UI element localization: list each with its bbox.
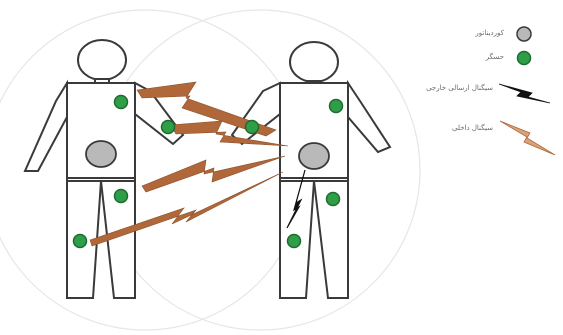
left-human-figure	[25, 40, 183, 298]
coordinator-node	[299, 143, 329, 169]
sensor-node	[288, 235, 301, 248]
right-right-arm	[348, 83, 390, 152]
legend-external-signal-icon	[499, 84, 550, 103]
legend-coordinator-label: کوردیناتور	[475, 29, 504, 37]
legend-sensor-label: حسگر	[486, 53, 504, 61]
legend-sensor-icon	[518, 52, 531, 65]
right-head	[290, 42, 338, 82]
left-range-circle	[0, 10, 305, 330]
left-head	[78, 40, 126, 80]
legend-coordinator-icon	[517, 27, 531, 41]
right-left-arm	[232, 83, 280, 144]
sensor-node	[330, 100, 343, 113]
sensor-node	[246, 121, 259, 134]
sensor-node	[115, 190, 128, 203]
legend	[499, 27, 555, 155]
sensor-node	[115, 96, 128, 109]
legend-internal-signal-icon	[500, 121, 555, 155]
legend-internal-signal-label: سیگنال داخلی	[452, 124, 493, 132]
left-left-arm	[25, 83, 67, 171]
legend-external-signal-label: سیگنال ارسالی خارجی	[426, 84, 493, 92]
internal-signal-bolt	[142, 156, 285, 192]
coordinator-node	[86, 141, 116, 167]
sensor-node	[162, 121, 175, 134]
sensor-node	[74, 235, 87, 248]
right-human-figure	[232, 42, 390, 298]
sensor-node	[327, 193, 340, 206]
